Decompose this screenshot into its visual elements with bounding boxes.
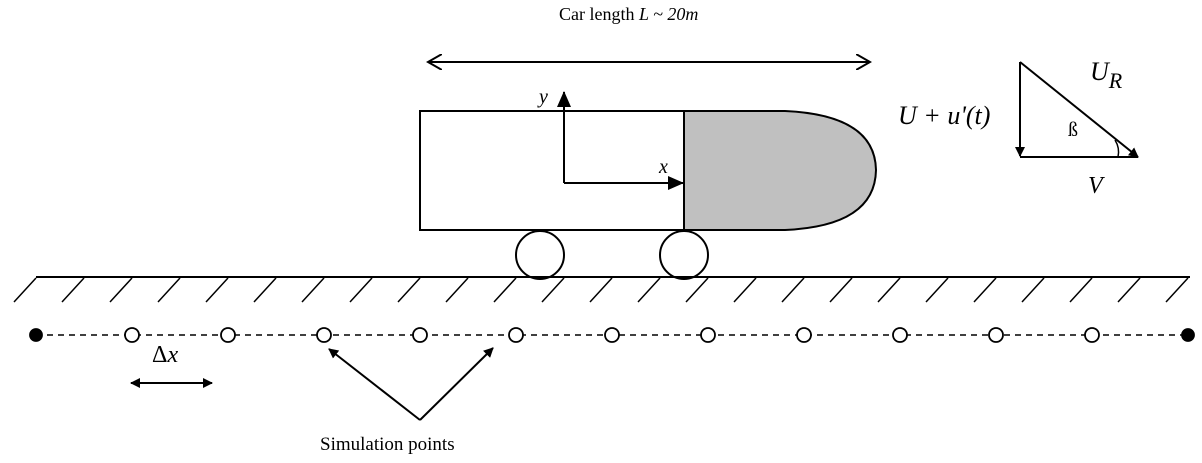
ground-hatch (829, 277, 853, 303)
ground-hatch (1069, 277, 1093, 303)
ground-hatch (301, 277, 325, 303)
ground-hatch (493, 277, 517, 303)
simulation-point (988, 327, 1004, 343)
ground-hatching (13, 277, 1189, 303)
ground-hatch (781, 277, 805, 303)
delta-x-label: Δx (152, 342, 178, 368)
ground-hatch (1021, 277, 1045, 303)
angle-arc (1114, 139, 1120, 158)
simulation-point (604, 327, 620, 343)
ground-hatch (1165, 277, 1189, 303)
simulation-points-pointer (328, 347, 494, 421)
resultant-velocity-label: UR (1090, 57, 1123, 93)
horizontal-velocity-label: V (1088, 173, 1105, 199)
simulation-point (1084, 327, 1100, 343)
simulation-point (508, 327, 524, 343)
ground-hatch (877, 277, 901, 303)
wheel-front (659, 230, 709, 280)
ground-hatch (589, 277, 613, 303)
simulation-point (412, 327, 428, 343)
ground-hatch (157, 277, 181, 303)
ground-hatch (925, 277, 949, 303)
velocity-triangle (1015, 61, 1139, 158)
simulation-point (796, 327, 812, 343)
ground-hatch (541, 277, 565, 303)
ground-hatch (205, 277, 229, 303)
car-length-label: Car length L ~ 20m (559, 4, 698, 24)
car-body (419, 110, 685, 231)
simulation-grid-points (29, 327, 1195, 343)
ground-hatch (109, 277, 133, 303)
simulation-points-label: Simulation points (320, 434, 455, 455)
ground-hatch (685, 277, 709, 303)
axis-y-label: y (537, 86, 548, 108)
ground-hatch (1117, 277, 1141, 303)
ground-hatch (397, 277, 421, 303)
simulation-point (892, 327, 908, 343)
ground-hatch (637, 277, 661, 303)
simulation-point (220, 327, 236, 343)
wheel-rear (515, 230, 565, 280)
vertical-velocity-label: U + u'(t) (898, 101, 990, 130)
ground-hatch (349, 277, 373, 303)
ground-hatch (733, 277, 757, 303)
axis-x-label: x (658, 156, 668, 178)
simulation-point (124, 327, 140, 343)
ground-hatch (445, 277, 469, 303)
ground-hatch (13, 277, 37, 303)
boundary-point (29, 328, 43, 342)
simulation-point (700, 327, 716, 343)
simulation-point (316, 327, 332, 343)
ground-hatch (61, 277, 85, 303)
ground-hatch (253, 277, 277, 303)
boundary-point (1181, 328, 1195, 342)
ground-hatch (973, 277, 997, 303)
angle-label: ß (1068, 119, 1078, 141)
car-nose (683, 110, 878, 231)
coordinate-axes (557, 91, 684, 190)
